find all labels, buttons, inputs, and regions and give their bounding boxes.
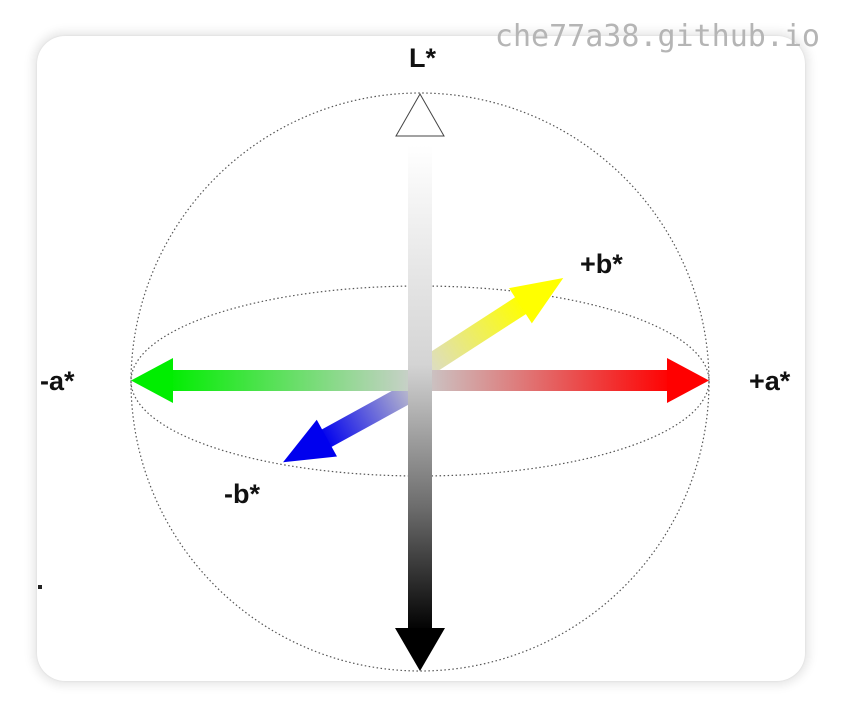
minus-b-axis-arrow — [283, 379, 423, 463]
plus-b-axis-arrow — [412, 278, 564, 381]
stray-dot-mark — [38, 585, 42, 589]
plus-a-label: +a* — [749, 366, 791, 396]
l-star-axis-arrow — [395, 92, 445, 671]
plus-a-axis-arrow — [422, 358, 709, 403]
minus-a-label: -a* — [40, 366, 75, 396]
l-star-label: L* — [409, 43, 436, 73]
watermark-text: che77a38.github.io — [494, 19, 820, 54]
minus-a-axis-arrow — [131, 358, 418, 403]
minus-b-label: -b* — [224, 479, 260, 509]
plus-b-label: +b* — [580, 249, 623, 279]
